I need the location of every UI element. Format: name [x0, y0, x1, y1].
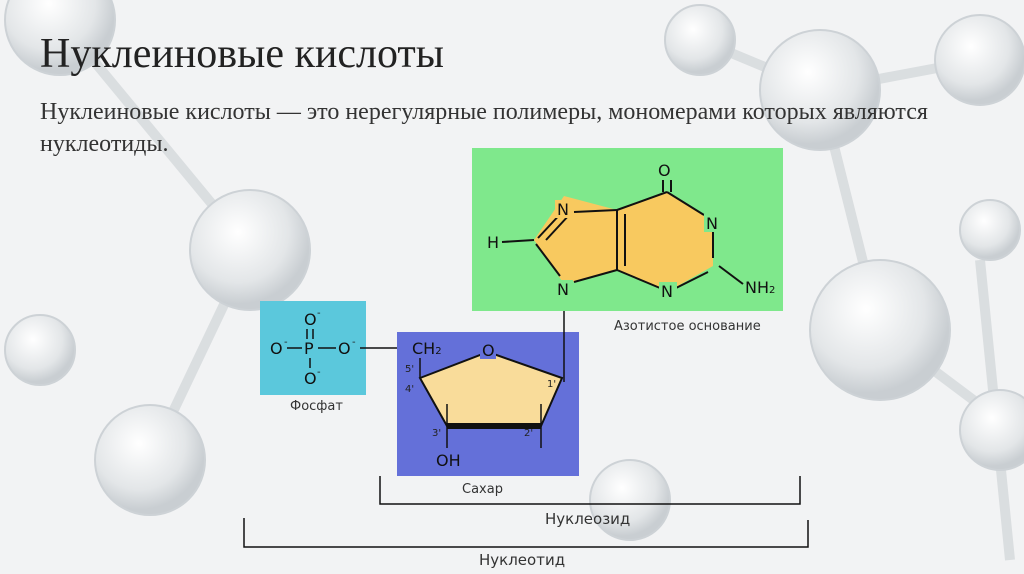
nucleoside-bracket: [379, 476, 801, 505]
phosphate-group: O - O - P O - O - Фосфат: [260, 301, 366, 414]
phosphate-p: P: [304, 339, 314, 358]
base-hydrogen: H: [487, 233, 499, 252]
n3-gap: [659, 282, 677, 300]
ring-oxygen: O: [482, 341, 495, 360]
phosphate-bottom-charge: -: [317, 367, 321, 378]
base-n3: N: [661, 282, 673, 301]
position-3-prime: 3': [432, 428, 441, 439]
n7-gap: [555, 200, 573, 218]
position-2-prime: 2': [524, 428, 533, 439]
n1-gap: [704, 214, 722, 232]
pyrimidine-ring-fill: [617, 192, 713, 292]
base-n1: N: [706, 214, 718, 233]
ch2-group: CH2: [412, 339, 442, 358]
phosphate-top-oxygen: O: [304, 310, 317, 329]
page-title: Нуклеиновые кислоты: [40, 31, 444, 77]
position-5-prime: 5': [405, 364, 414, 375]
nucleotide-bracket: [243, 518, 809, 548]
amino-group: NH2: [745, 278, 775, 297]
base-caption: Азотистое основание: [614, 319, 761, 334]
base-n7: N: [557, 200, 569, 219]
amino-subscript: 2: [769, 285, 775, 296]
nucleotide-label: Нуклеотид: [479, 551, 565, 569]
nucleoside-label: Нуклеозид: [545, 510, 630, 528]
base-n9: N: [557, 280, 569, 299]
hydroxyl-group: OH: [436, 451, 461, 470]
ch2-label: CH: [412, 339, 435, 358]
phosphate-box: [260, 301, 366, 395]
phosphate-left-charge: -: [284, 337, 288, 348]
ring-oxygen-gap: [480, 343, 496, 359]
position-1-prime: 1': [547, 379, 556, 390]
phosphate-right-oxygen: O: [338, 339, 351, 358]
phosphate-caption: Фосфат: [290, 399, 343, 414]
phosphate-right-charge: -: [352, 337, 356, 348]
sugar-group: O CH2 OH 5' 4' 3' 2' 1' Сахар: [397, 332, 579, 497]
base-oxygen: O: [658, 161, 671, 180]
sugar-ring: [418, 350, 564, 427]
phosphate-left-oxygen: O: [270, 339, 283, 358]
amino-label: NH: [745, 278, 769, 297]
imidazole-ring-fill: [534, 196, 617, 284]
base-group: O N N N N H NH2 Азотистое основание: [472, 148, 783, 334]
phosphate-top-charge: -: [317, 308, 321, 319]
sugar-caption: Сахар: [462, 482, 503, 497]
n9-gap: [555, 280, 573, 298]
position-4-prime: 4': [405, 384, 414, 395]
phosphate-bottom-oxygen: O: [304, 369, 317, 388]
ch2-subscript: 2: [435, 346, 441, 357]
definition-text: Нуклеиновые кислоты — это нерегулярные п…: [40, 99, 928, 157]
